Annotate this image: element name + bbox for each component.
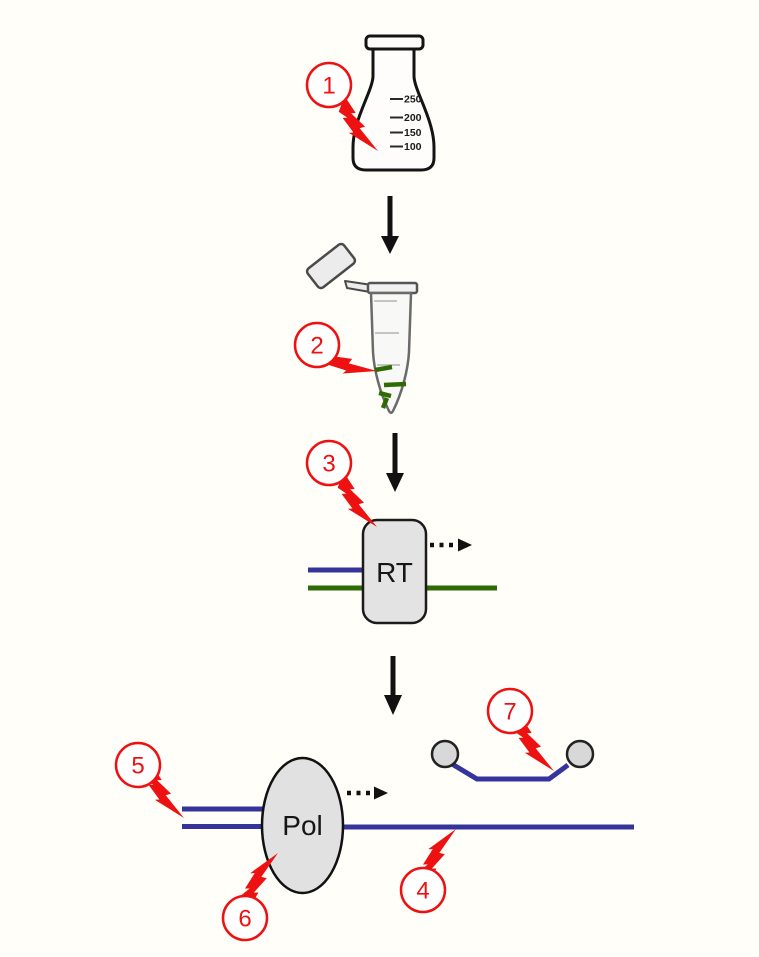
dotted-arrow-head bbox=[374, 786, 388, 800]
callout-circle bbox=[486, 687, 534, 735]
callout-3: 3 bbox=[305, 439, 353, 487]
rna-fragment bbox=[380, 397, 390, 409]
callout-circle bbox=[305, 61, 353, 109]
callout-circle bbox=[114, 741, 162, 789]
callout-6: 6 bbox=[221, 894, 269, 942]
flow-arrow-down-2 bbox=[386, 433, 404, 492]
rna-fragment bbox=[378, 390, 392, 399]
callout-number: 4 bbox=[416, 878, 429, 905]
rt-label: RT bbox=[376, 557, 413, 588]
callout-number: 5 bbox=[131, 753, 144, 780]
probe-quencher-circle bbox=[565, 739, 595, 769]
callout-circle bbox=[221, 894, 269, 942]
tube-step bbox=[305, 242, 419, 414]
flask-rim bbox=[364, 34, 425, 51]
callout-7: 7 bbox=[486, 687, 534, 735]
hairpin-probe bbox=[430, 739, 595, 782]
callout-circle bbox=[293, 321, 341, 369]
arrow-head bbox=[386, 473, 404, 492]
pol-step: Pol bbox=[182, 739, 634, 895]
callout-number: 6 bbox=[238, 906, 251, 933]
rna-fragments bbox=[374, 364, 407, 409]
pol-direction-dotted-arrow bbox=[347, 786, 388, 800]
pol-label: Pol bbox=[282, 810, 322, 841]
erlenmeyer-flask bbox=[351, 48, 436, 172]
rt-direction-dotted-arrow bbox=[430, 538, 472, 552]
callout-1: 1 bbox=[305, 61, 353, 109]
flow-arrow-down-3 bbox=[384, 656, 402, 715]
callout-number: 2 bbox=[310, 333, 323, 360]
callout-4: 4 bbox=[399, 866, 447, 914]
tube-rim bbox=[366, 281, 419, 295]
callout-circle bbox=[305, 439, 353, 487]
callout-badges: 1 2 3 4 5 6 7 bbox=[114, 61, 534, 942]
arrow-head bbox=[384, 695, 402, 715]
dotted-arrow-head bbox=[458, 538, 472, 552]
flow-arrow-down-1 bbox=[381, 196, 399, 254]
tube-graduations bbox=[374, 300, 400, 366]
callout-circle bbox=[399, 866, 447, 914]
callout-number: 7 bbox=[503, 699, 516, 726]
rt-enzyme-box bbox=[361, 518, 428, 625]
arrow-head bbox=[381, 236, 399, 254]
pol-enzyme-ellipse bbox=[260, 756, 345, 895]
flask-graduation-label: 200 bbox=[404, 112, 422, 124]
callouts bbox=[144, 96, 554, 911]
flask-graduation-ticks bbox=[390, 98, 403, 148]
callout-number: 1 bbox=[322, 73, 335, 100]
callout-number: 3 bbox=[322, 451, 335, 478]
rna-fragment bbox=[383, 381, 407, 388]
callout-5: 5 bbox=[114, 741, 162, 789]
rna-fragment bbox=[374, 364, 393, 373]
flask-graduation-label: 100 bbox=[404, 141, 422, 153]
flask-step: 250 200 150 100 bbox=[351, 34, 436, 172]
probe-fluorophore-circle bbox=[430, 739, 460, 769]
probe-hairpin-strand bbox=[450, 761, 570, 782]
flask-graduation-label: 150 bbox=[404, 127, 422, 139]
flask-graduation-label: 250 bbox=[404, 94, 422, 106]
callout-2: 2 bbox=[293, 321, 341, 369]
rt-step: RT bbox=[308, 518, 497, 625]
tube-cap bbox=[305, 242, 357, 290]
